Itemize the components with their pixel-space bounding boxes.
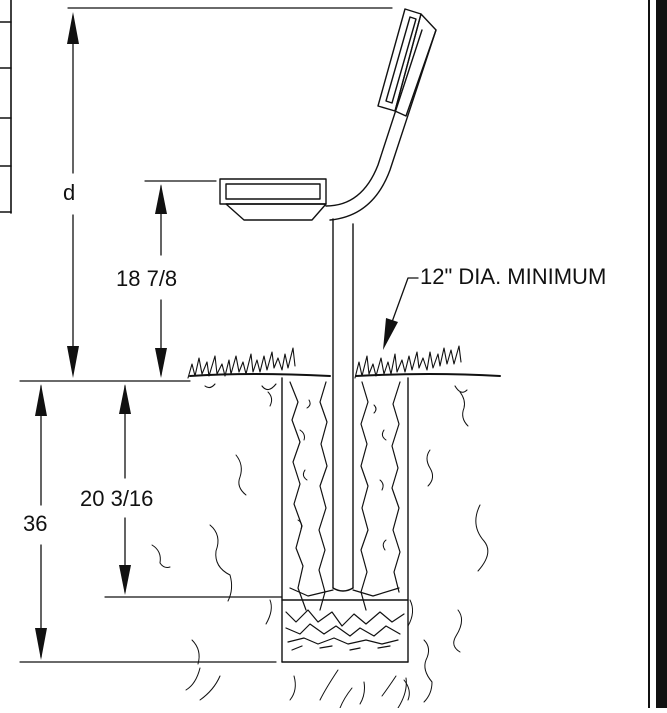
soil-texture bbox=[151, 391, 489, 709]
sheet-border bbox=[648, 0, 667, 709]
embed-depth-label: 36 bbox=[23, 511, 48, 536]
overall-height-label: d bbox=[63, 180, 76, 205]
concrete-footing bbox=[281, 377, 409, 663]
grass-line bbox=[187, 345, 501, 393]
bench-frame bbox=[219, 8, 437, 592]
extension-lines bbox=[19, 7, 393, 663]
post-embed-label: 20 3/16 bbox=[80, 486, 154, 511]
footing-note-leader bbox=[383, 277, 419, 350]
footing-note-label: 12" DIA. MINIMUM bbox=[420, 264, 607, 289]
seat-height-label: 18 7/8 bbox=[116, 266, 178, 291]
title-block bbox=[0, 0, 12, 214]
dimension-lines bbox=[35, 12, 167, 660]
